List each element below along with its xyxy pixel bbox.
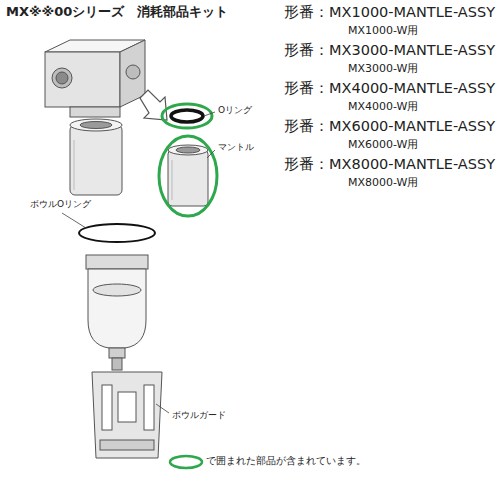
part-number: 形番：MX8000-MANTLE-ASSY [284, 156, 495, 173]
element-cylinder [70, 119, 122, 195]
model-note: MX6000-W用 [348, 138, 418, 151]
part-number: 形番：MX3000-MANTLE-ASSY [284, 42, 495, 59]
green-highlight [159, 136, 217, 216]
leader-line [62, 112, 215, 413]
mantle [168, 145, 208, 206]
legend-sample [170, 456, 202, 468]
part-name: Oリング [218, 105, 252, 116]
part-name: ボウルガード [172, 410, 226, 421]
model-note: MX8000-W用 [348, 176, 418, 189]
legend-text: で囲まれた部品が含まれています。 [206, 455, 366, 467]
part-number: 形番：MX1000-MANTLE-ASSY [284, 4, 495, 21]
part-number: 形番：MX4000-MANTLE-ASSY [284, 80, 495, 97]
part-name: マントル [218, 142, 254, 153]
model-note: MX4000-W用 [348, 100, 418, 113]
filter-body [45, 40, 145, 117]
model-note: MX3000-W用 [348, 62, 418, 75]
bowl-guard [92, 372, 162, 458]
bowl [86, 255, 148, 370]
bowl-o-ring [79, 224, 155, 242]
model-note: MX1000-W用 [348, 24, 418, 37]
part-number: 形番：MX6000-MANTLE-ASSY [284, 118, 495, 135]
part-name: ボウルOリング [30, 199, 91, 210]
title: MX※※00シリーズ 消耗部品キット [6, 4, 228, 20]
o-ring [171, 110, 203, 122]
